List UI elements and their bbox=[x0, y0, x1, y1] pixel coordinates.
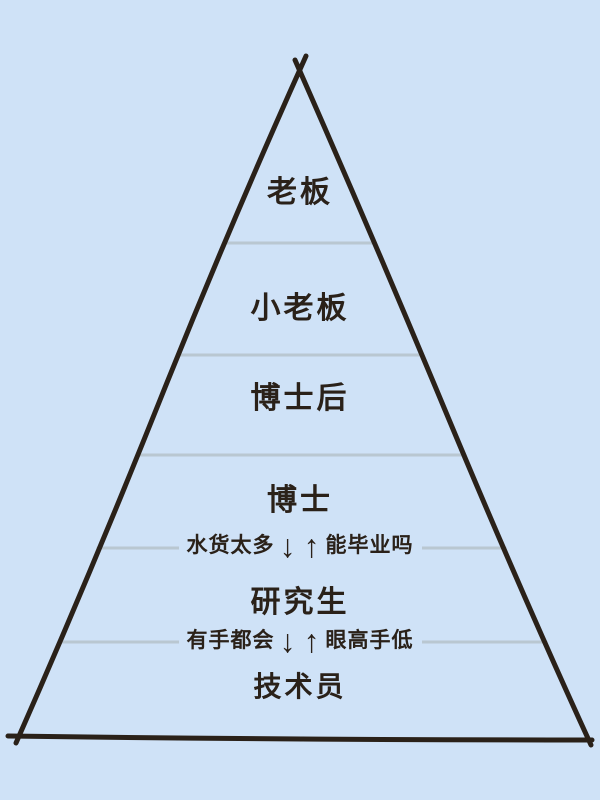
transition-grad-technician-right-text: 眼高手低 bbox=[325, 629, 414, 653]
up-arrow-icon: ↑ bbox=[303, 528, 321, 564]
transition-phd-grad-content: 水货太多 ↓ ↑ 能毕业吗 bbox=[178, 528, 422, 564]
up-arrow-icon: ↑ bbox=[303, 623, 321, 659]
tier-label-phd: 博士 bbox=[267, 484, 333, 517]
transition-grad-technician-left-text: 有手都会 bbox=[186, 629, 275, 653]
transition-phd-grad-right-text: 能毕业吗 bbox=[325, 534, 414, 558]
transition-grad-technician-content: 有手都会 ↓ ↑ 眼高手低 bbox=[178, 623, 422, 659]
down-arrow-icon: ↓ bbox=[279, 623, 297, 659]
tier-label-small-boss: 小老板 bbox=[250, 292, 350, 325]
tier-label-boss: 老板 bbox=[267, 176, 333, 209]
pyramid-left-edge bbox=[13, 53, 309, 746]
tier-label-grad-student: 研究生 bbox=[250, 586, 350, 619]
transition-phd-grad-left-text: 水货太多 bbox=[186, 534, 275, 558]
down-arrow-icon: ↓ bbox=[279, 528, 297, 564]
tier-label-postdoc: 博士后 bbox=[250, 382, 350, 415]
transition-phd-grad: 水货太多 ↓ ↑ 能毕业吗 bbox=[0, 528, 600, 564]
pyramid-right-edge bbox=[292, 57, 594, 748]
pyramid-base-edge bbox=[5, 733, 595, 743]
transition-grad-technician: 有手都会 ↓ ↑ 眼高手低 bbox=[0, 623, 600, 659]
tier-label-technician: 技术员 bbox=[253, 671, 347, 702]
